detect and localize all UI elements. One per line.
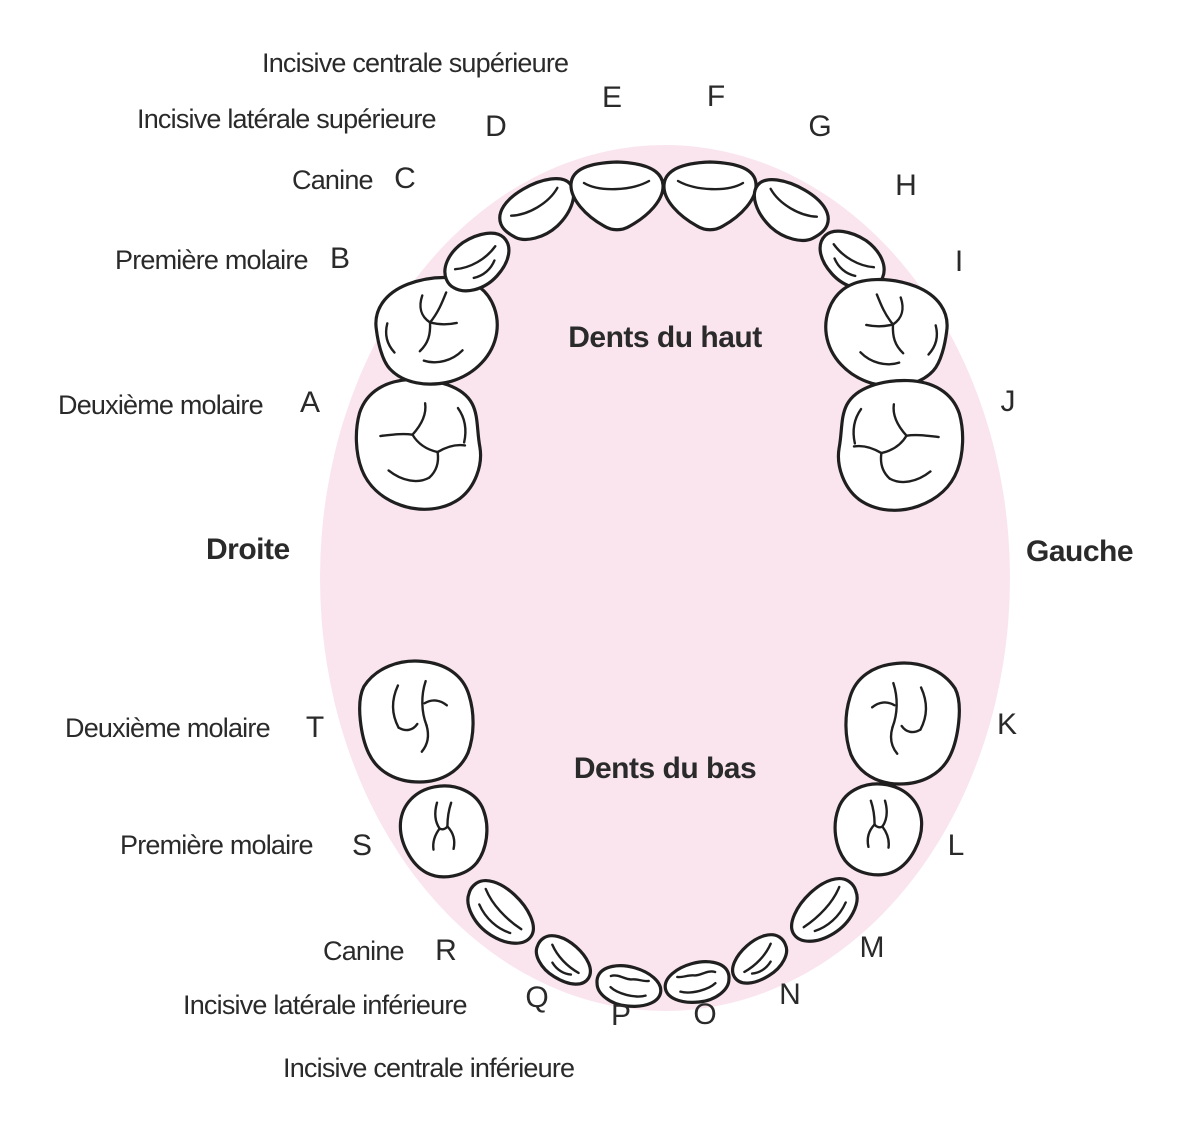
tooth-letter-k: K [996,708,1018,741]
tooth-letter-h: H [895,169,917,202]
label-canine-superieure: Canine [292,165,374,195]
tooth-letter-n: N [779,978,801,1011]
side-label-gauche: Gauche [1026,535,1134,568]
tooth-letter-t: T [305,711,325,744]
tooth-letter-a: A [299,386,321,419]
tooth-letter-r: R [435,934,457,967]
label-premiere-molaire-inferieure: Première molaire [120,830,314,860]
label-premiere-molaire-superieure: Première molaire [115,245,309,275]
label-deuxieme-molaire-inferieure: Deuxième molaire [65,713,271,743]
label-incisive-laterale-inferieure: Incisive latérale inférieure [183,990,468,1020]
mouth-arch-background [320,145,1010,1011]
lower-arch-title: Dents du bas [573,752,757,785]
tooth-letter-f: F [706,80,726,113]
tooth-letter-p: P [610,999,632,1032]
label-incisive-laterale-superieure: Incisive latérale supérieure [137,104,437,134]
tooth-letter-d: D [485,110,507,143]
tooth-letter-g: G [808,110,832,143]
tooth-letter-s: S [351,829,373,862]
label-incisive-centrale-inferieure: Incisive centrale inférieure [283,1053,575,1083]
tooth-letter-m: M [859,931,885,964]
label-deuxieme-molaire-superieure: Deuxième molaire [58,390,264,420]
tooth-letter-c: C [394,162,416,195]
tooth-letter-i: I [954,245,964,278]
label-incisive-centrale-superieure: Incisive centrale supérieure [262,48,569,78]
tooth-letter-b: B [329,242,351,275]
tooth-letter-q: Q [525,981,549,1014]
label-canine-inferieure: Canine [323,936,405,966]
tooth-letter-l: L [947,829,965,862]
tooth-letter-o: O [693,998,717,1031]
tooth-letter-e: E [601,81,623,114]
tooth-letter-j: J [1000,385,1016,418]
side-label-droite: Droite [206,533,290,566]
upper-arch-title: Dents du haut [568,321,762,354]
